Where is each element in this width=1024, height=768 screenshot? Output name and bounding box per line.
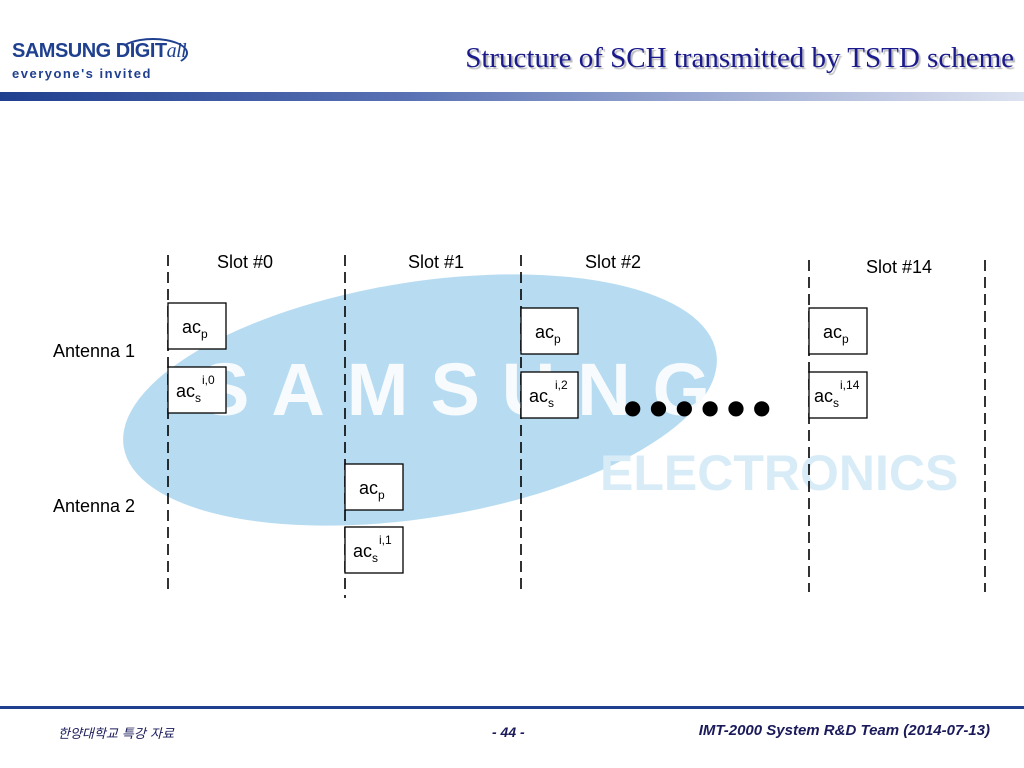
code-box: acp [344, 463, 404, 511]
svg-text:acsi,0: acsi,0 [176, 373, 215, 405]
svg-text:acp: acp [182, 317, 208, 341]
footer-course-note: 한양대학교 특강 자료 [58, 727, 174, 742]
header-gradient-bar [0, 92, 1024, 101]
slide-title: Structure of SCH transmitted by TSTD sch… [465, 42, 1014, 74]
svg-text:acsi,1: acsi,1 [353, 533, 392, 565]
slot-label-2: Slot #2 [585, 252, 641, 272]
code-box: acsi,0 [167, 366, 227, 414]
code-box: acp [167, 302, 227, 350]
slot-label-14: Slot #14 [866, 257, 932, 277]
svg-text:acsi,14: acsi,14 [814, 378, 860, 410]
code-box: acsi,14 [808, 371, 868, 419]
footer-divider [0, 706, 1024, 709]
samsung-logo: SAMSUNG DIGITall everyone's invited [8, 38, 188, 88]
svg-text:acsi,2: acsi,2 [529, 378, 568, 410]
logo-tagline: everyone's invited [12, 66, 152, 81]
code-box: acsi,2 [520, 371, 579, 419]
antenna-label-2: Antenna 2 [53, 496, 135, 516]
svg-text:acp: acp [535, 322, 561, 346]
ellipsis-dots: ● ● ● ● ● ● [624, 395, 772, 419]
code-box: acp [808, 307, 868, 355]
slot-label-0: Slot #0 [217, 252, 273, 272]
page-number: - 44 - [492, 724, 525, 740]
code-box: acsi,1 [344, 526, 404, 574]
logo-swoosh-icon [118, 38, 188, 68]
watermark-brand: SAMSUNG [200, 348, 732, 431]
footer-team: IMT-2000 System R&D Team (2014-07-13) [698, 722, 990, 739]
antenna-label-1: Antenna 1 [53, 341, 135, 361]
svg-text:acp: acp [359, 478, 385, 502]
svg-text:acp: acp [823, 322, 849, 346]
code-box: acp [520, 307, 579, 355]
slot-label-1: Slot #1 [408, 252, 464, 272]
watermark-subtitle: ELECTRONICS [600, 445, 958, 501]
